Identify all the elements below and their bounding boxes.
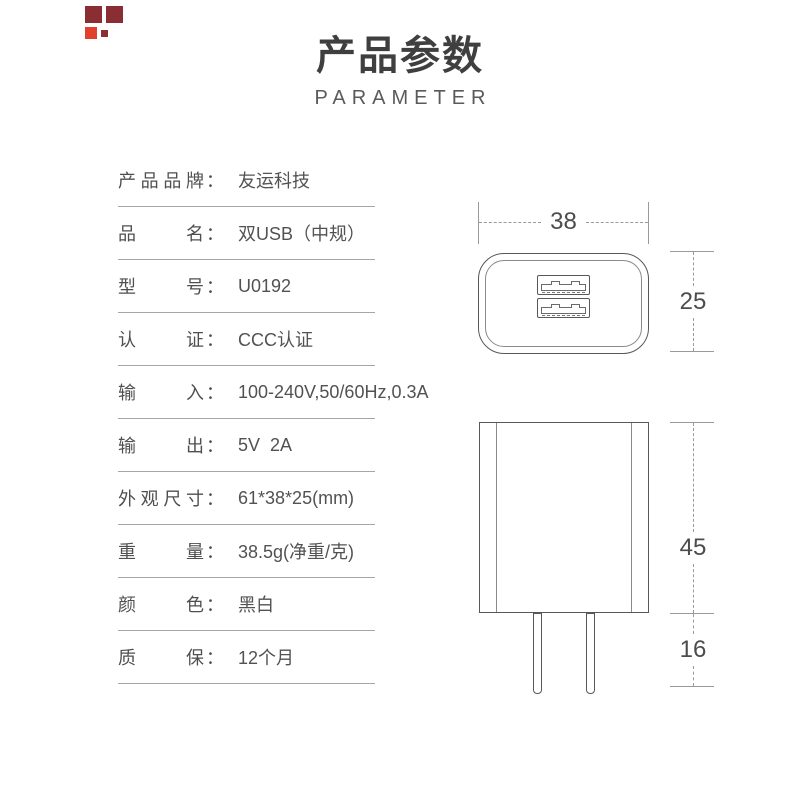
spec-row-certification: 认证 ： CCC认证 [118, 313, 375, 366]
spec-label: 重量 [118, 542, 204, 562]
usb-port-2-icon [537, 298, 590, 318]
dimension-dash-line [692, 614, 694, 634]
spec-label: 外观尺寸 [118, 489, 204, 509]
spec-row-weight: 重量 ： 38.5g(净重/克) [118, 525, 375, 578]
dimension-dash-line [692, 423, 694, 532]
spec-colon: ： [206, 277, 224, 297]
width-dimension-label: 38 [550, 208, 577, 235]
spec-value: 友运科技 [238, 171, 310, 191]
spec-row-product-name: 品名 ： 双USB（中规） [118, 207, 375, 260]
dimension-dash-line [692, 317, 694, 351]
usb-contact [551, 281, 560, 285]
spec-label: 输出 [118, 436, 204, 456]
body-height-dimension-label: 45 [679, 533, 707, 561]
usb-contact [551, 304, 560, 308]
spec-colon: ： [206, 330, 224, 350]
spec-label: 型号 [118, 277, 204, 297]
pin-height-dimension-label: 16 [679, 636, 707, 663]
spec-value: 黑白 [238, 595, 274, 615]
depth-dimension-label: 25 [679, 287, 707, 315]
spec-row-warranty: 质保 ： 12个月 [118, 631, 375, 684]
height-extension-line-middle [670, 613, 714, 614]
usb-contact [571, 304, 580, 308]
depth-extension-line-bottom [670, 351, 714, 352]
decor-square-dark-3 [101, 30, 108, 37]
spec-row-dimensions: 外观尺寸 ： 61*38*25(mm) [118, 472, 375, 525]
spec-colon: ： [206, 224, 224, 244]
charger-edge-seam-right [631, 423, 632, 612]
height-extension-line-bottom [670, 686, 714, 687]
dimension-dash-line [479, 221, 542, 223]
charger-edge-seam-left [496, 423, 497, 612]
usb-tongue [541, 304, 586, 314]
spec-colon: ： [206, 436, 224, 456]
spec-table: 产品品牌 ： 友运科技 品名 ： 双USB（中规） 型号 ： U0192 认证 … [118, 154, 429, 684]
spec-value: 5V 2A [238, 434, 293, 455]
height-extension-line-top [670, 422, 714, 423]
depth-dimension: 25 [677, 252, 709, 351]
width-extension-line-left [478, 202, 479, 244]
spec-value: CCC认证 [238, 330, 313, 350]
dimension-dash-line [585, 221, 649, 223]
spec-colon: ： [206, 171, 224, 191]
spec-label: 质保 [118, 648, 204, 668]
depth-extension-line-top [670, 251, 714, 252]
usb-detail-line [542, 292, 585, 293]
spec-colon: ： [206, 542, 224, 562]
width-dimension: 38 [479, 204, 649, 240]
page-subtitle: PARAMETER [314, 87, 492, 109]
width-extension-line-right [648, 202, 649, 244]
spec-label: 输入 [118, 383, 204, 403]
spec-label: 产品品牌 [118, 171, 204, 191]
spec-colon: ： [206, 489, 224, 509]
spec-label: 颜色 [118, 595, 204, 615]
decor-square-dark-2 [106, 6, 123, 23]
charger-top-view [478, 253, 649, 354]
spec-label: 品名 [118, 224, 204, 244]
body-height-dimension: 45 [677, 423, 709, 613]
spec-value: 61*38*25(mm) [238, 487, 355, 508]
usb-contact [571, 281, 580, 285]
spec-label: 认证 [118, 330, 204, 350]
spec-value: 双USB（中规） [238, 224, 366, 244]
spec-value: 100-240V,50/60Hz,0.3A [238, 381, 429, 402]
spec-row-input: 输入 ： 100-240V,50/60Hz,0.3A [118, 366, 429, 419]
dimension-dash-line [692, 252, 694, 286]
spec-colon: ： [206, 383, 224, 403]
spec-row-output: 输出 ： 5V 2A [118, 419, 375, 472]
plug-prong-right [586, 613, 595, 694]
spec-colon: ： [206, 595, 224, 615]
decor-square-dark-1 [85, 6, 102, 23]
dimension-dash-line [692, 563, 694, 613]
decor-square-red [85, 27, 97, 39]
spec-value: 38.5g(净重/克) [238, 542, 355, 562]
usb-detail-line [542, 315, 585, 316]
plug-prong-left [533, 613, 542, 694]
charger-front-view [479, 422, 649, 613]
pin-height-dimension: 16 [677, 614, 709, 686]
spec-colon: ： [206, 648, 224, 668]
spec-value: U0192 [238, 275, 292, 296]
dimension-dash-line [692, 666, 694, 686]
page-title: 产品参数 [316, 34, 484, 78]
spec-row-model: 型号 ： U0192 [118, 260, 375, 313]
usb-tongue [541, 281, 586, 291]
charger-top-inner-edge [485, 260, 642, 347]
spec-value: 12个月 [238, 648, 295, 668]
spec-row-color: 颜色 ： 黑白 [118, 578, 375, 631]
spec-row-brand: 产品品牌 ： 友运科技 [118, 154, 375, 207]
usb-port-1-icon [537, 275, 590, 295]
